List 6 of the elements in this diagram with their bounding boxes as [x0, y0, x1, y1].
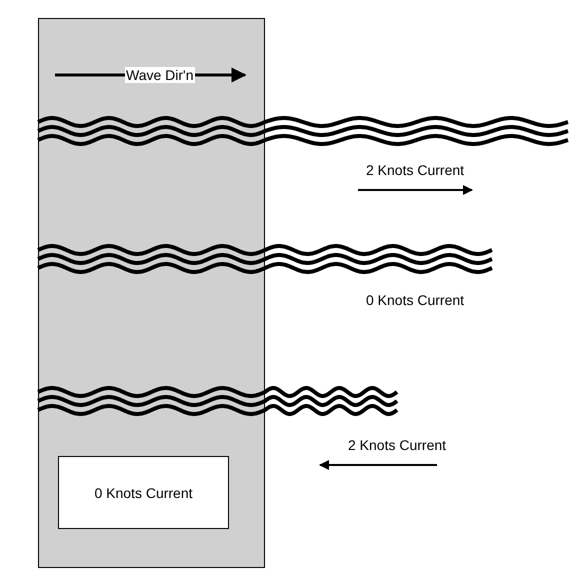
current-label: 2 Knots Current	[348, 437, 446, 453]
wave-direction-label: Wave Dir'n	[125, 67, 194, 83]
shaded-band	[38, 18, 265, 568]
current-label: 2 Knots Current	[366, 162, 464, 178]
current-panel: 0 Knots Current	[58, 456, 229, 529]
current-label: 0 Knots Current	[366, 292, 464, 308]
